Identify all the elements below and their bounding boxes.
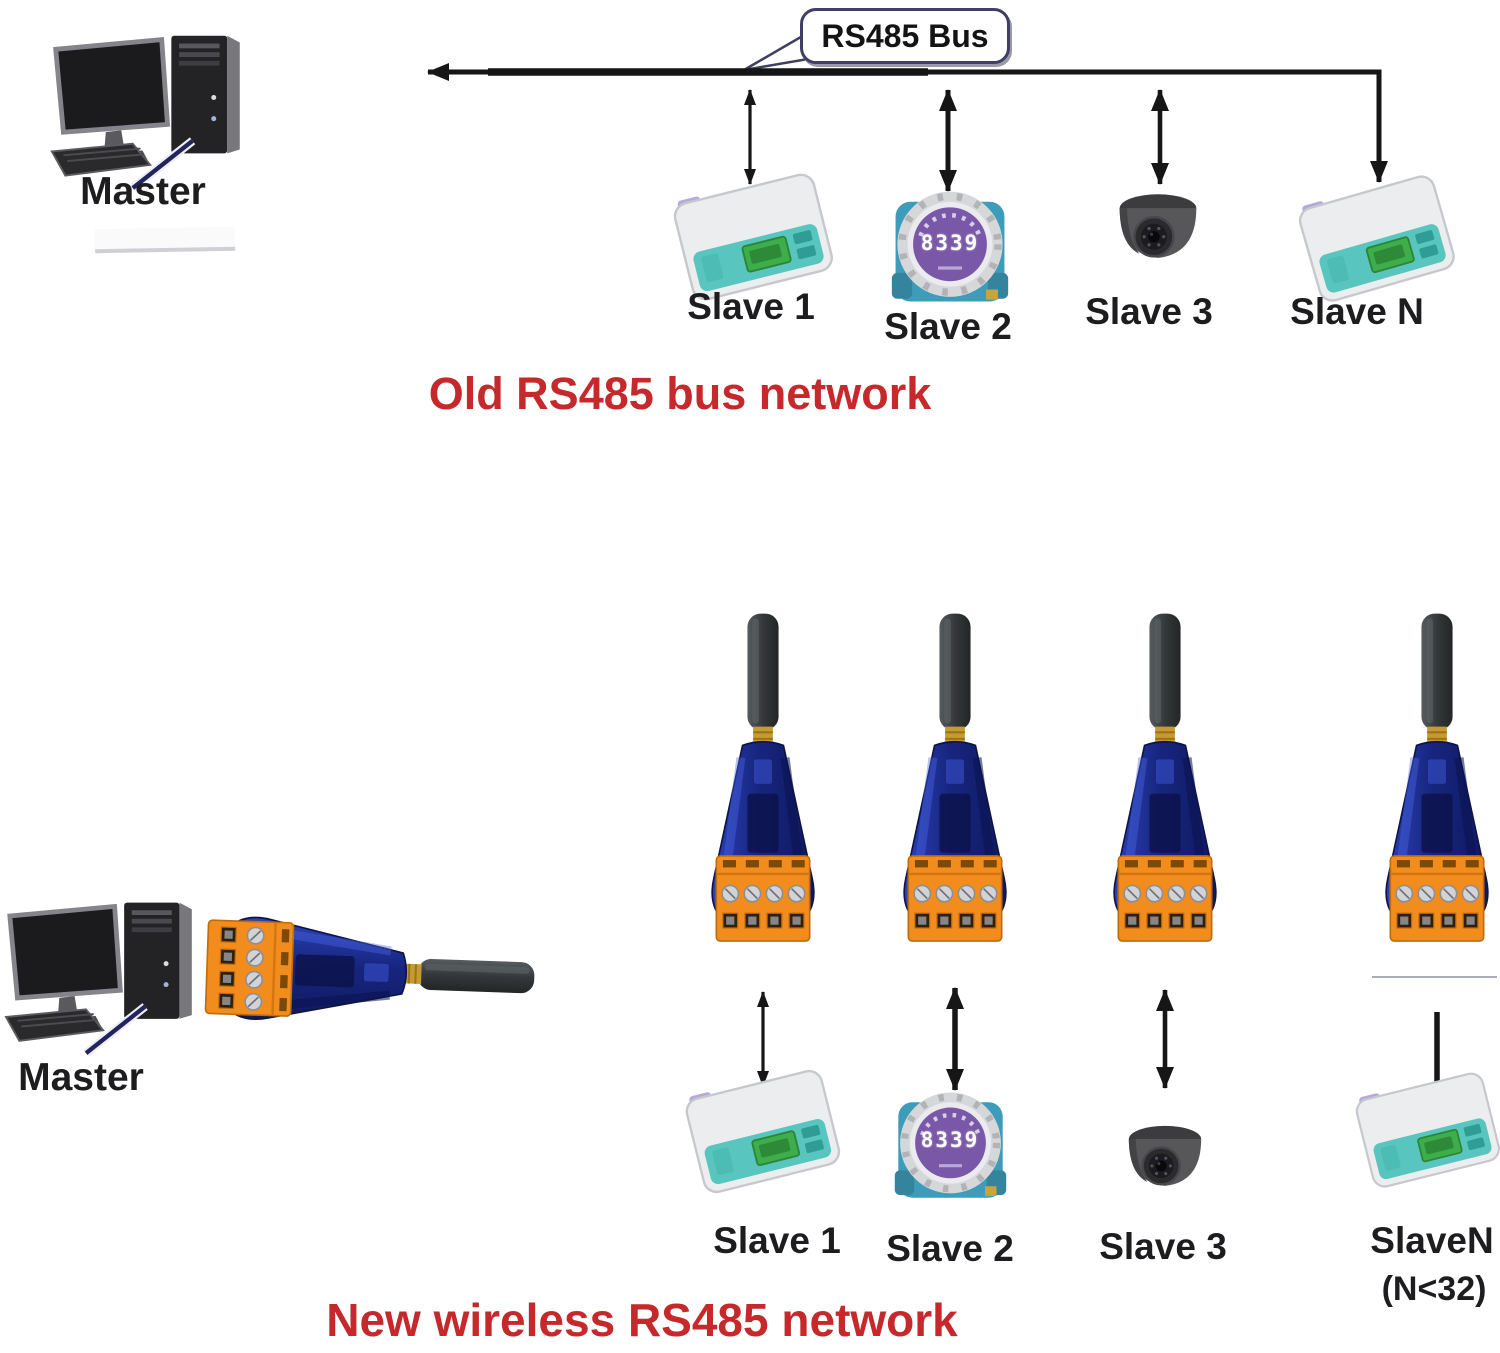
master-computer-icon — [48, 28, 260, 192]
dome-camera-icon — [1115, 1122, 1215, 1199]
slaveN-wireless-adapter-icon — [1367, 612, 1500, 964]
old-slave1-label: Slave 1 — [687, 286, 815, 327]
old-master-label: Master — [80, 170, 206, 213]
old-slave3-label: Slave 3 — [1085, 291, 1213, 332]
old-slaveN-label: Slave N — [1290, 291, 1424, 332]
new-slaveN-label: SlaveN — [1370, 1220, 1494, 1261]
master-shadow — [94, 226, 236, 254]
new-slaveN-note: (N<32) — [1381, 1270, 1487, 1308]
gauge-display-value: 8339 — [920, 231, 980, 255]
bus-callout-label: RS485 Bus — [821, 17, 989, 54]
master-computer-icon — [2, 895, 212, 1057]
new-slave3-label: Slave 3 — [1099, 1226, 1227, 1267]
gauge-display-value: 8339 — [920, 1128, 980, 1152]
new-slave1-label: Slave 1 — [713, 1220, 841, 1261]
slave1-wireless-adapter-icon — [693, 612, 833, 964]
dome-camera-icon — [1105, 190, 1211, 272]
new-slave2-label: Slave 2 — [886, 1228, 1014, 1269]
master-wireless-adapter-icon — [182, 896, 539, 1048]
slave3-wireless-adapter-icon — [1095, 612, 1235, 964]
new-master-label: Master — [18, 1056, 144, 1099]
slave2-wireless-adapter-icon — [885, 612, 1025, 964]
bus-line — [427, 63, 1388, 183]
bus-callout: RS485 Bus — [800, 8, 1010, 64]
old-slave2-label: Slave 2 — [884, 306, 1012, 347]
old-network-title: Old RS485 bus network — [428, 368, 932, 419]
new-network-title: New wireless RS485 network — [326, 1294, 958, 1346]
